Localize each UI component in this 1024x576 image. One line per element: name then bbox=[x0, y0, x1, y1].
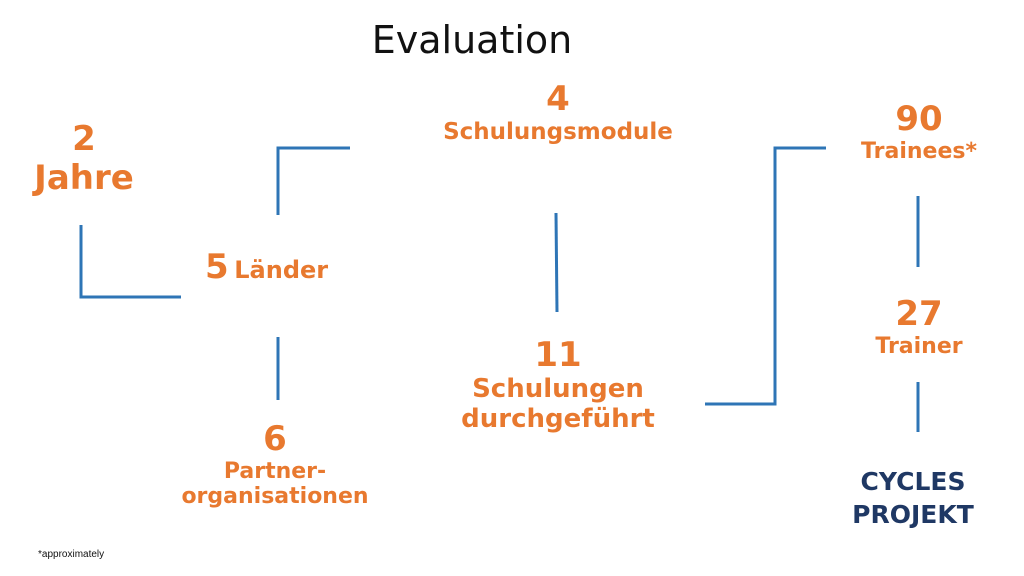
node-trainees: 90 Trainees* bbox=[845, 99, 993, 165]
trainer-number: 27 bbox=[895, 294, 943, 334]
laender-label: Länder bbox=[234, 256, 329, 284]
cycles-label-line1: CYCLES bbox=[860, 467, 966, 496]
partner-label-line2: organisationen bbox=[181, 484, 369, 510]
partner-number: 6 bbox=[263, 419, 287, 459]
node-jahre: 2 Jahre bbox=[24, 119, 144, 199]
node-partner: 6 Partner- organisationen bbox=[170, 419, 380, 510]
connector-module-schulungen bbox=[554, 212, 559, 313]
node-trainer: 27 Trainer bbox=[845, 294, 993, 360]
partner-label-line1: Partner- bbox=[223, 459, 327, 485]
connector-laender-module bbox=[276, 146, 350, 215]
schulungen-number: 11 bbox=[534, 335, 582, 375]
trainer-label: Trainer bbox=[875, 334, 963, 360]
page-title: Evaluation bbox=[371, 18, 573, 62]
jahre-number: 2 bbox=[72, 119, 96, 159]
laender-number: 5 bbox=[205, 247, 229, 287]
trainees-label: Trainees* bbox=[861, 139, 977, 165]
node-laender: 5 Länder bbox=[205, 247, 355, 287]
node-module: 4 Schulungsmodule bbox=[438, 79, 678, 146]
node-schulungen: 11 Schulungen durchgeführt bbox=[440, 335, 676, 435]
node-cycles-projekt: CYCLES PROJEKT bbox=[828, 466, 998, 531]
connector-schulungen-trainees bbox=[705, 146, 826, 406]
footnote: *approximately bbox=[38, 549, 105, 560]
trainees-number: 90 bbox=[895, 99, 943, 139]
schulungen-label-line2: durchgeführt bbox=[461, 403, 655, 434]
cycles-label-line2: PROJEKT bbox=[852, 499, 974, 529]
jahre-label: Jahre bbox=[34, 158, 134, 199]
connector-jahre-laender bbox=[79, 225, 181, 299]
schulungen-label-line1: Schulungen bbox=[472, 374, 644, 405]
module-number: 4 bbox=[546, 79, 570, 119]
module-label: Schulungsmodule bbox=[443, 119, 673, 146]
